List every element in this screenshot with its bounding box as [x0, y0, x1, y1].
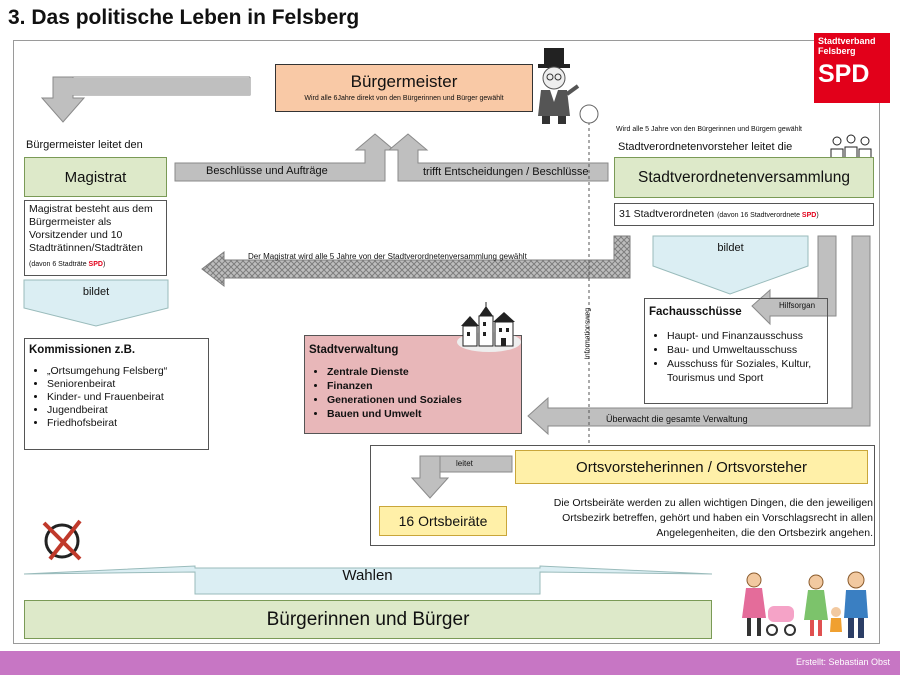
svv-elected: Wird alle 5 Jahre von den Bürgerinnen un…: [616, 126, 803, 133]
ortsbeiraete-title: 16 Ortsbeiräte: [398, 513, 488, 529]
ortsbeiraete-desc: Die Ortsbeiräte werden zu allen wichtige…: [553, 497, 873, 539]
svv-bildet-shape: [652, 235, 809, 295]
buergermeister-box: Bürgermeister Wird alle 6Jahre direkt vo…: [275, 64, 533, 112]
stadtverwaltung-title: Stadtverwaltung: [309, 344, 399, 356]
footer-bar: Erstellt: Sebastian Obst: [0, 651, 900, 675]
footer-credit: Erstellt: Sebastian Obst: [795, 657, 890, 667]
arrow-trifft: [387, 133, 609, 182]
ortsbeiraete-box: 16 Ortsbeiräte: [379, 506, 507, 536]
page-title: 3. Das politische Leben in Felsberg: [8, 6, 360, 29]
list-item: Zentrale Dienste: [327, 365, 517, 379]
fachausschuesse-list: Haupt- und Finanzausschuss Bau- und Umwe…: [649, 329, 823, 385]
svv-count: 31 Stadtverordneten: [619, 208, 715, 220]
ortsvorsteher-frame: [370, 445, 875, 546]
list-item: Bauen und Umwelt: [327, 407, 517, 421]
magistrat-desc: Magistrat besteht aus dem Bürgermeister …: [29, 203, 153, 254]
list-item: Kinder- und Frauenbeirat: [47, 391, 204, 404]
arrow-magistrat-gewaehlt: [201, 235, 631, 288]
wahlen-shape: [23, 565, 713, 595]
svv-lead: Stadtverordnetenvorsteher leitet die: [618, 141, 793, 153]
informationsweg-label: Informationsweg: [584, 307, 592, 360]
trifft-label: trifft Entscheidungen / Beschlüsse: [423, 166, 589, 178]
list-item: Haupt- und Finanzausschuss: [667, 329, 823, 343]
kommissionen-list: „Ortsumgehung Felsberg“ Seniorenbeirat K…: [29, 365, 204, 430]
arrow-beschluesse: [174, 133, 396, 182]
beschluesse-label: Beschlüsse und Aufträge: [206, 165, 328, 177]
list-item: „Ortsumgehung Felsberg“: [47, 365, 204, 378]
ortsvorsteher-title: Ortsvorsteherinnen / Ortsvorsteher: [576, 458, 807, 476]
fachausschuesse-box: Fachausschüsse Haupt- und Finanzausschus…: [644, 298, 828, 404]
buergermeister-title: Bürgermeister: [350, 72, 458, 91]
magistrat-title: Magistrat: [64, 168, 127, 186]
spd-logo: Stadtverband Felsberg SPD: [814, 33, 890, 103]
magistrat-bildet-shape: [23, 279, 169, 327]
list-item: Generationen und Soziales: [327, 393, 517, 407]
magistrat-gewaehlt-label: Der Magistrat wird alle 5 Jahre von der …: [248, 252, 527, 261]
arrow-leitet: [410, 455, 513, 499]
stadtverwaltung-box: Stadtverwaltung Zentrale Dienste Finanze…: [304, 335, 522, 434]
people-group-icon: [830, 134, 872, 161]
svv-title: Stadtverordnetenversammlung: [638, 168, 850, 186]
list-item: Seniorenbeirat: [47, 378, 204, 391]
list-item: Jugendbeirat: [47, 404, 204, 417]
list-item: Ausschuss für Soziales, Kultur, Tourismu…: [667, 357, 823, 385]
town-buildings-icon: [457, 302, 521, 352]
magistrat-desc-box: Magistrat besteht aus dem Bürgermeister …: [24, 200, 167, 276]
family-icon: [742, 571, 868, 638]
magistrat-note: (davon 6 Stadträte SPD): [29, 261, 106, 268]
magistrat-lead: Bürgermeister leitet den: [26, 139, 143, 151]
magistrat-bildet-label: bildet: [82, 286, 110, 298]
ortsvorsteher-box: Ortsvorsteherinnen / Ortsvorsteher: [515, 450, 868, 484]
svv-box: Stadtverordnetenversammlung: [614, 157, 874, 198]
list-item: Finanzen: [327, 379, 517, 393]
kommissionen-title: Kommissionen z.B.: [29, 344, 136, 356]
diagram-frame: [13, 40, 880, 644]
logo-line1: Stadtverband: [818, 36, 876, 46]
kommissionen-box: Kommissionen z.B. „Ortsumgehung Felsberg…: [24, 338, 209, 450]
ballot-cross-icon: [42, 519, 82, 561]
buerger-title: Bürgerinnen und Bürger: [266, 608, 470, 630]
ueberwacht-label: Überwacht die gesamte Verwaltung: [606, 414, 748, 424]
leitet-label: leitet: [456, 459, 473, 468]
fachausschuesse-title: Fachausschüsse: [649, 306, 742, 318]
mayor-figure-icon: [538, 48, 580, 124]
wahlen-label: Wahlen: [342, 567, 393, 584]
magistrat-box: Magistrat: [24, 157, 167, 197]
logo-brand: SPD: [818, 60, 870, 88]
hilfsorgan-label: Hilfsorgan: [779, 301, 816, 310]
buerger-box: Bürgerinnen und Bürger: [24, 600, 712, 639]
stadtverwaltung-list: Zentrale Dienste Finanzen Generationen u…: [309, 365, 517, 421]
buergermeister-subtitle: Wird alle 6Jahre direkt von den Bürgerin…: [304, 95, 504, 102]
list-item: Friedhofsbeirat: [47, 417, 204, 430]
svv-count-note: (davon 16 Stadtverordnete SPD): [717, 212, 819, 219]
list-item: Bau- und Umweltausschuss: [667, 343, 823, 357]
svv-bildet-label: bildet: [717, 242, 744, 254]
arrow-ueberwacht: [527, 235, 871, 436]
logo-line2: Felsberg: [818, 46, 856, 56]
svv-count-box: 31 Stadtverordneten (davon 16 Stadtveror…: [614, 203, 874, 226]
